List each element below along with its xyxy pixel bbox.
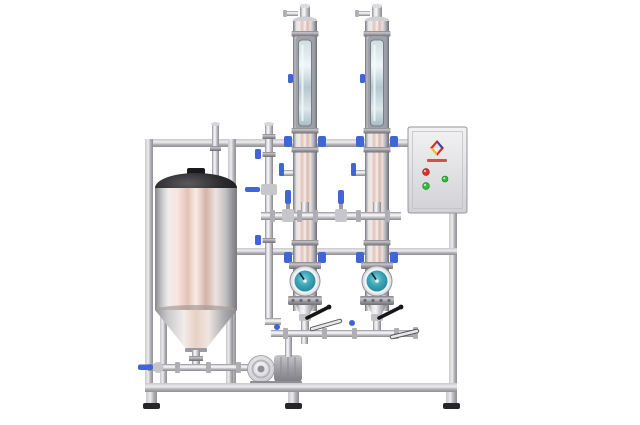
volute-ring (251, 359, 271, 379)
brand-logo-icon (430, 140, 444, 156)
foot-pad (285, 403, 302, 409)
foot-pad (143, 403, 160, 409)
pipe-clamp (356, 210, 361, 222)
valve-handle-blue (285, 190, 291, 204)
drain-stub (301, 337, 308, 344)
logo-center (433, 143, 441, 153)
logo-wordmark (427, 159, 447, 162)
panel-door-seam (412, 131, 463, 209)
tank-shell (155, 188, 237, 310)
lamp-glint (443, 177, 446, 180)
riser-valve-handle (245, 187, 260, 192)
pilot-lamp-green (422, 182, 430, 190)
feed-line (138, 362, 262, 373)
frame-foot (446, 392, 457, 405)
tank-stand (160, 300, 233, 384)
panel-box (407, 126, 468, 214)
frame-foot (146, 392, 157, 405)
pipe-clamp (322, 328, 327, 339)
pilot-lamp-green-2 (441, 175, 449, 183)
pipe-clamp (313, 210, 318, 222)
manifold-valve-1 (282, 190, 294, 222)
pump-hub (257, 365, 265, 373)
drain-valve-body (152, 362, 164, 373)
pipe-cap (264, 122, 274, 126)
base-frame (143, 383, 460, 409)
pipe-clamp (385, 210, 390, 222)
riser-elbow (265, 318, 281, 325)
ball-valve-knob (349, 320, 355, 326)
feed-riser-pipe (265, 124, 273, 324)
pump-discharge-pipe (285, 337, 292, 357)
frame-foot (288, 392, 299, 405)
clamp-handle-blue (255, 149, 261, 159)
outlet-clamp (189, 356, 203, 361)
tank-cone (155, 310, 237, 350)
base-rail (145, 383, 457, 392)
pipe-clamp (210, 146, 221, 151)
feed-tank (155, 168, 237, 366)
frame-left-post (145, 139, 153, 389)
lamp-glint (424, 170, 426, 172)
ball-valve-knob (274, 324, 280, 330)
pipe-clamp (236, 362, 241, 373)
valve-body (282, 209, 294, 222)
frame-right-post (449, 139, 457, 389)
feed-pipe (148, 364, 262, 371)
collection-pipe (271, 330, 415, 337)
tee-riser (301, 202, 309, 212)
pipe-clamp (283, 328, 288, 339)
valve-handle-blue (338, 190, 344, 204)
riser-pipes (210, 122, 281, 325)
upper-manifold (261, 190, 401, 222)
pipe-clamp (297, 210, 302, 222)
pipe-clamp (262, 152, 276, 157)
lower-manifold (271, 318, 420, 344)
pipe-clamp (270, 210, 275, 222)
clamp-handle-blue (255, 235, 261, 245)
tee-riser (373, 202, 381, 212)
control-panel (407, 126, 468, 214)
manifold-pipe (261, 212, 401, 220)
pilot-lamp-red (422, 168, 430, 176)
pipe-clamp (206, 362, 211, 373)
manifold-valve-2 (335, 190, 347, 222)
drain-valve-handle (138, 364, 153, 370)
valve-lever-gray (390, 329, 419, 339)
valve-stem (286, 200, 290, 209)
foot-pad (443, 403, 460, 409)
tank-vent-pipe (212, 124, 219, 188)
valve-lever-gray (310, 319, 342, 331)
valve-body (335, 209, 347, 222)
valve-stem (339, 200, 343, 209)
pump (247, 337, 302, 385)
frame-mid-rail (230, 248, 457, 255)
tank-leg-right (226, 300, 233, 384)
lamp-glint (424, 184, 426, 186)
riser-valve-body (261, 184, 277, 195)
pipe-clamp (175, 362, 180, 373)
pipe-clamp (262, 134, 276, 139)
pipe-clamp (262, 238, 276, 243)
pipe-cap (211, 122, 220, 126)
pipe-clamp (352, 328, 357, 339)
tank-leg-left (160, 300, 167, 384)
